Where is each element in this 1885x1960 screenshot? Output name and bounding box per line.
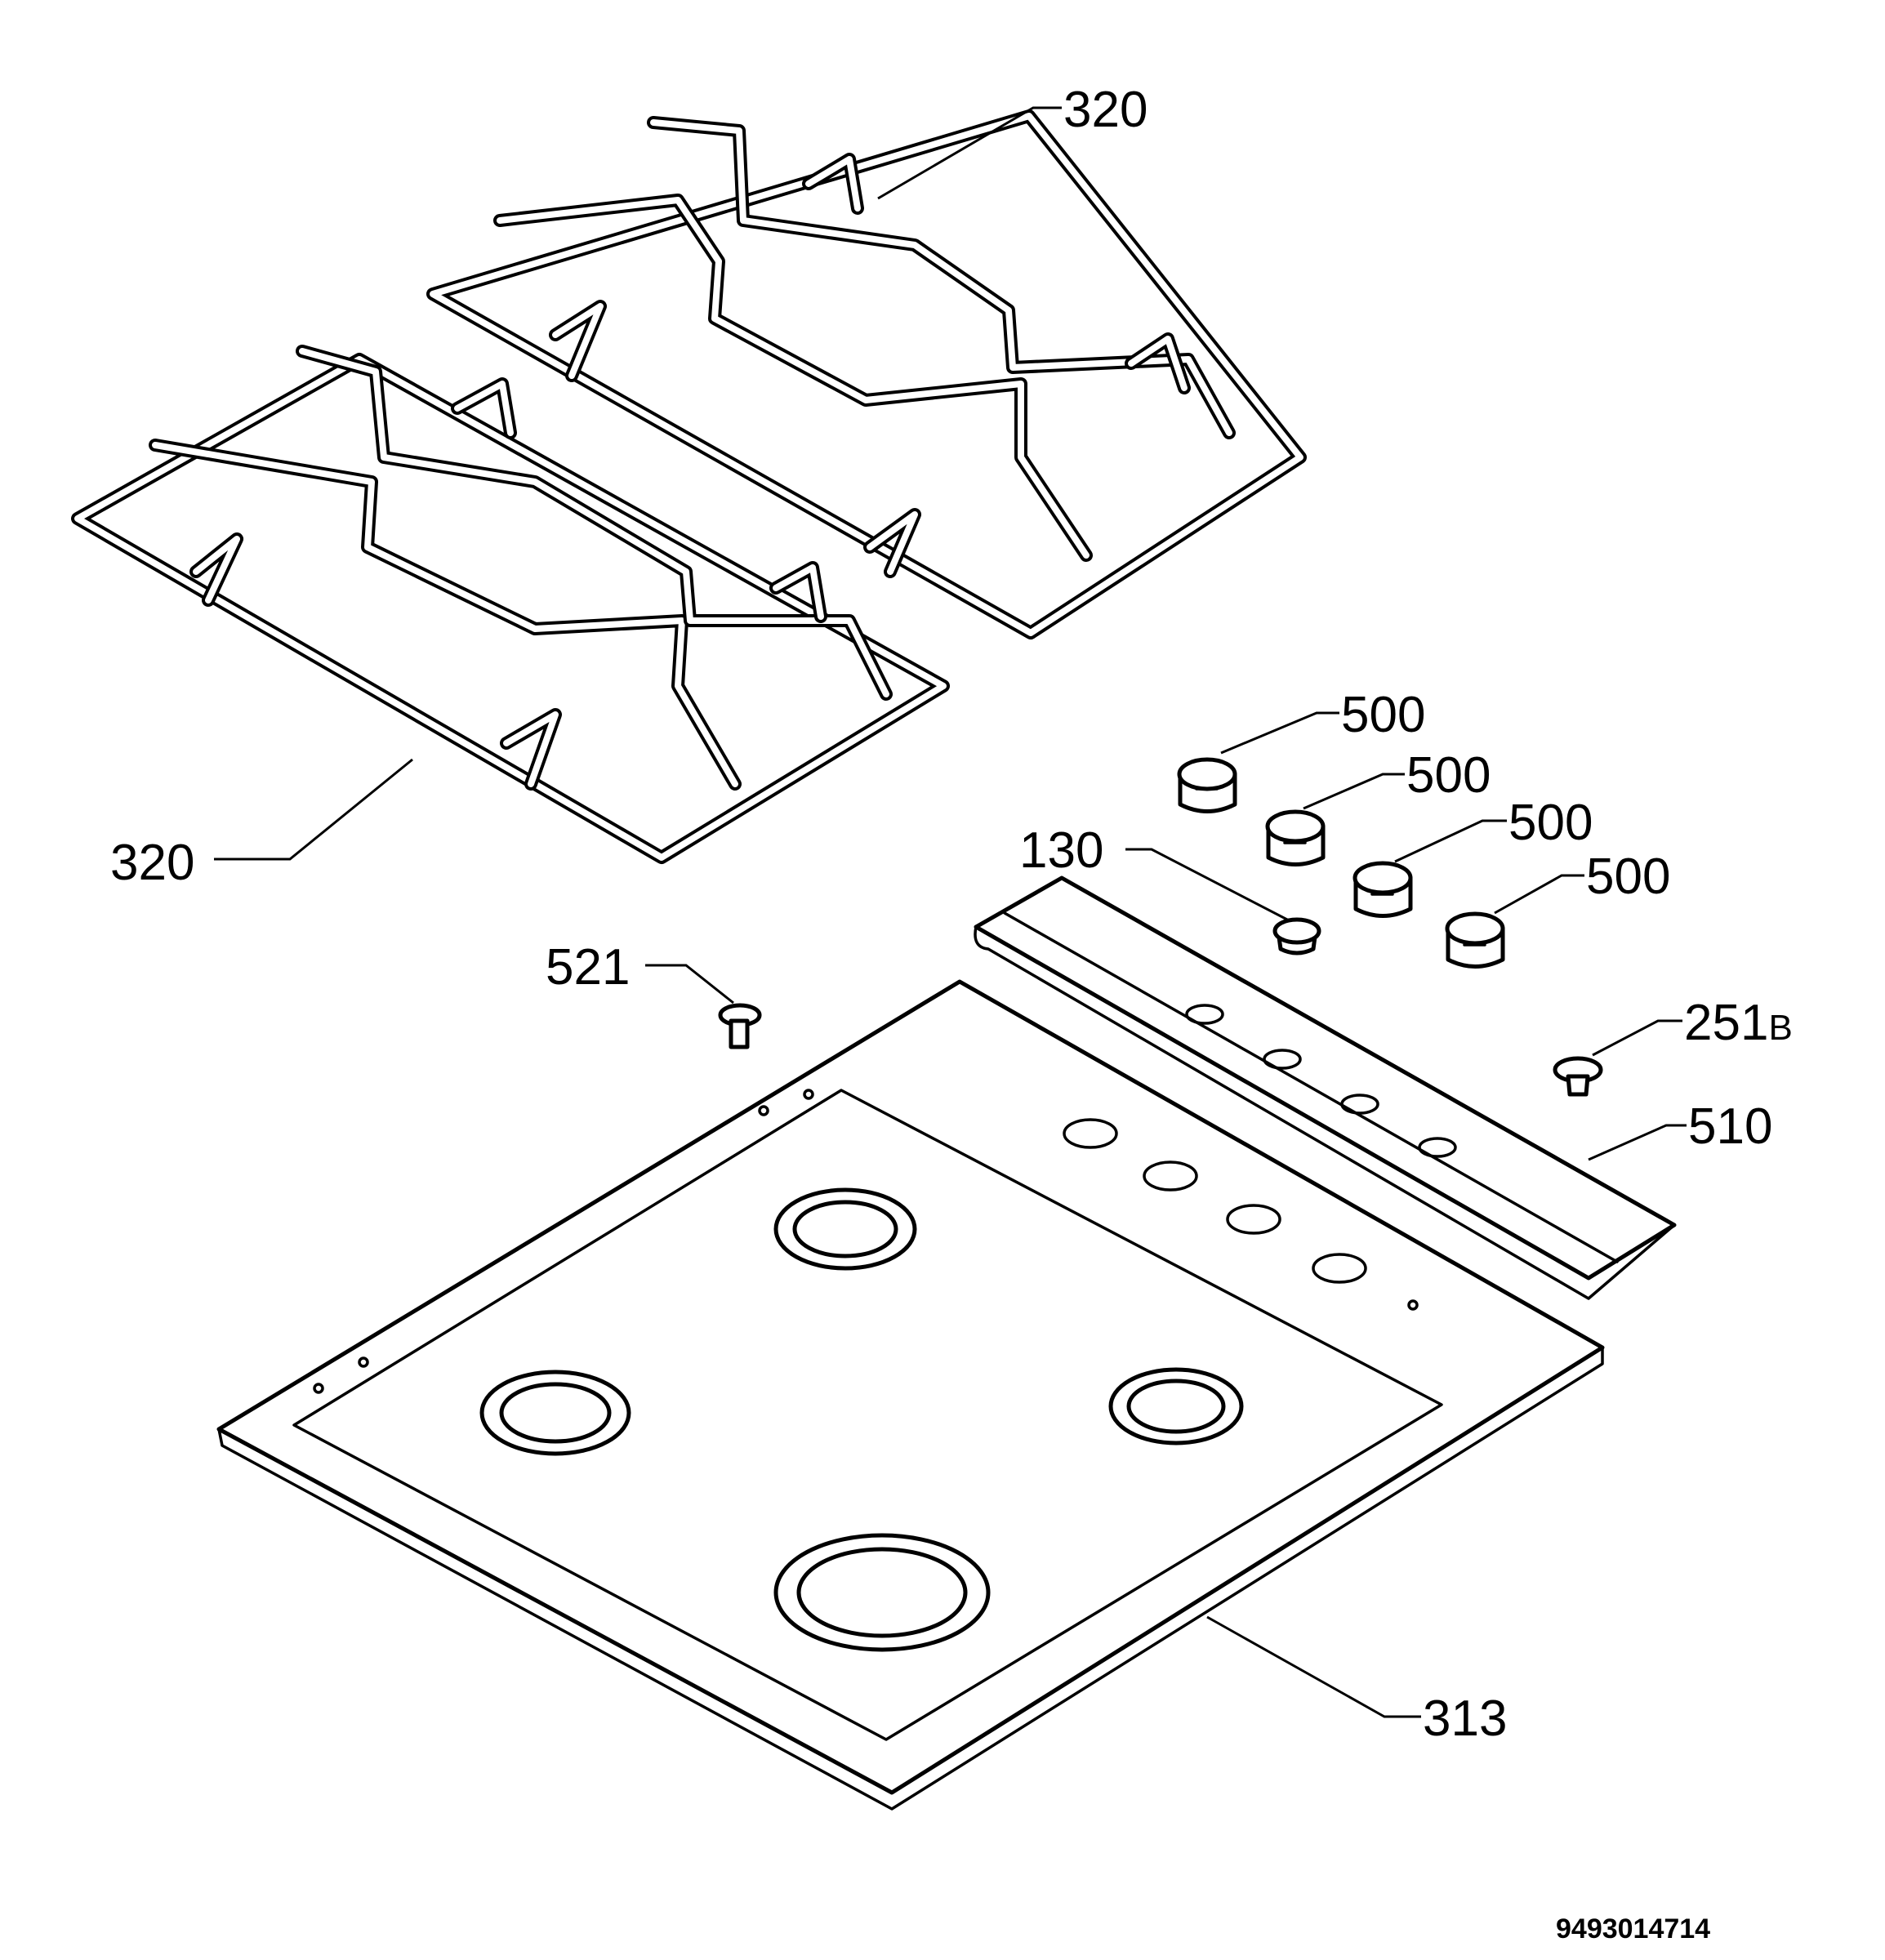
fixing-screw xyxy=(718,1003,762,1049)
callout-control-panel: 510 xyxy=(1688,1098,1772,1155)
pan-support-grid-top xyxy=(426,109,1307,639)
control-knob-1 xyxy=(1177,757,1237,813)
callout-hob-top: 313 xyxy=(1423,1690,1507,1747)
control-knob-4 xyxy=(1445,911,1505,969)
callout-knob-3: 500 xyxy=(1508,795,1593,851)
document-number: 9493014714 xyxy=(1556,1913,1710,1944)
control-knob-3 xyxy=(1352,861,1413,918)
callout-knob-4: 500 xyxy=(1586,849,1670,905)
callout-spark-button: 130 xyxy=(1019,822,1103,879)
callout-foot: 251B xyxy=(1684,995,1793,1051)
leader-lines xyxy=(214,106,1687,1718)
rubber-foot xyxy=(1553,1056,1603,1097)
callout-grid-top: 320 xyxy=(1063,82,1147,138)
callout-screw: 521 xyxy=(546,939,630,996)
hob-top-plate xyxy=(216,979,1605,1811)
callout-grid-left: 320 xyxy=(110,835,194,891)
ignition-push-button xyxy=(1272,917,1321,956)
pan-support-grid-left xyxy=(71,345,950,864)
control-panel-strip xyxy=(974,875,1677,1300)
callout-knob-2: 500 xyxy=(1406,747,1491,804)
control-knob-2 xyxy=(1265,809,1326,866)
callout-knob-1: 500 xyxy=(1341,687,1425,743)
callout-foot-suffix: B xyxy=(1768,1008,1792,1048)
